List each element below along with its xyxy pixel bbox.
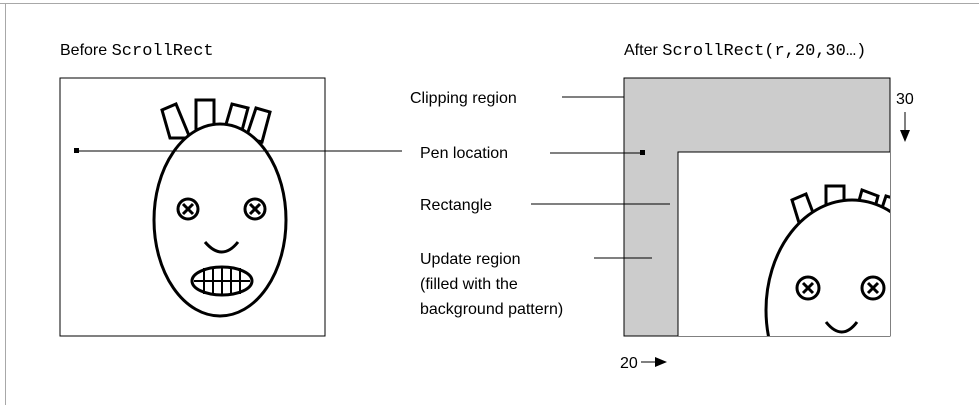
before-title-prefix: Before xyxy=(60,42,107,59)
after-eye-right-x xyxy=(866,281,880,295)
after-eye-left-x xyxy=(801,281,815,295)
before-eye-left xyxy=(176,197,200,221)
before-eye-right-x xyxy=(248,202,262,216)
pen-location-label: Pen location xyxy=(420,145,508,162)
update-region-label: Update region xyxy=(420,251,521,268)
before-title-code: ScrollRect xyxy=(112,42,214,61)
before-smile xyxy=(203,240,240,254)
update-region-label-line3: background pattern) xyxy=(420,301,563,318)
horizontal-offset-arrow xyxy=(641,357,667,367)
before-eye-left-x xyxy=(181,202,195,216)
scrolled-rectangle-edge xyxy=(677,151,890,336)
after-eye-left xyxy=(795,275,821,301)
before-hair-left xyxy=(160,102,193,140)
after-title-prefix: After xyxy=(624,42,658,59)
before-face xyxy=(152,98,288,318)
rectangle-label: Rectangle xyxy=(420,197,492,214)
after-title: After ScrollRect(r,20,30…) xyxy=(624,42,866,61)
callout-lines xyxy=(79,96,670,259)
after-title-code: ScrollRect(r,20,30…) xyxy=(662,42,866,61)
before-title: Before ScrollRect xyxy=(60,42,214,61)
before-eye-right xyxy=(243,197,267,221)
after-eye-right xyxy=(860,275,886,301)
after-panel xyxy=(623,77,891,337)
vertical-offset-label: 30 xyxy=(896,91,914,108)
before-teeth xyxy=(194,267,250,295)
after-pen-location xyxy=(640,150,645,155)
clipping-region-label: Clipping region xyxy=(410,90,517,107)
after-smile xyxy=(824,321,859,334)
frame-top-border xyxy=(0,3,979,4)
before-panel xyxy=(59,77,326,337)
frame-left-border xyxy=(5,3,6,405)
after-face xyxy=(764,184,890,336)
horizontal-offset-label: 20 xyxy=(620,355,638,372)
vertical-offset-arrow xyxy=(900,112,910,142)
before-head xyxy=(152,122,288,318)
after-head xyxy=(764,198,890,336)
update-region-label-line2: (filled with the xyxy=(420,276,518,293)
before-pen-location xyxy=(74,148,79,153)
